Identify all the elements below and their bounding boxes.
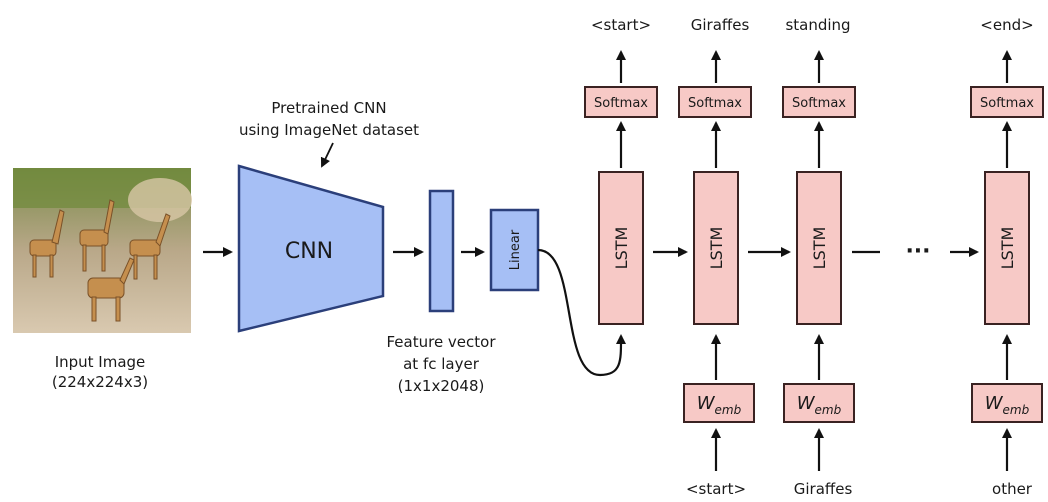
- arrow-linear-to-lstm1: [537, 248, 627, 377]
- lstm-box: [598, 171, 644, 325]
- input-word: other: [992, 480, 1033, 498]
- wemb-label: Wemb: [797, 393, 842, 417]
- wemb-box: [683, 383, 755, 423]
- input-image-caption: Input Image (224x224x3): [20, 352, 180, 392]
- input-image-caption-line1: Input Image: [54, 353, 146, 371]
- wemb-box: [971, 383, 1043, 423]
- cnn-note-line2: using ImageNet dataset: [239, 121, 419, 139]
- input-image: [13, 168, 192, 333]
- wemb-box: [783, 383, 855, 423]
- lstm-box: [984, 171, 1030, 325]
- input-word: Giraffes: [794, 480, 853, 498]
- cnn-block: [237, 164, 385, 333]
- lstm-column-4: Softmax LSTM <end> Wemb other: [970, 16, 1044, 498]
- softmax-label: Softmax: [980, 96, 1034, 111]
- input-word: <start>: [686, 480, 746, 498]
- ellipsis: ···: [905, 239, 930, 264]
- output-word: <start>: [591, 16, 651, 34]
- linear-block: [489, 208, 540, 292]
- wemb-label: Wemb: [697, 393, 742, 417]
- lstm-column-1: Softmax LSTM <start>: [584, 16, 658, 325]
- wemb-label: Wemb: [985, 393, 1030, 417]
- lstm-label: LSTM: [998, 227, 1017, 270]
- giraffe-figures: [29, 199, 171, 322]
- feature-vector: [428, 189, 455, 313]
- lstm-box: [693, 171, 739, 325]
- softmax-box: [678, 86, 752, 118]
- lstm-label: LSTM: [612, 227, 631, 270]
- output-word: Giraffes: [691, 16, 750, 34]
- feature-label-line1: Feature vector: [386, 333, 496, 351]
- cnn-label: CNN: [285, 239, 333, 264]
- lstm-label: LSTM: [707, 227, 726, 270]
- lstm-column-3: Softmax LSTM standing Wemb Giraffes: [782, 16, 856, 498]
- cnn-note-pointer: [320, 142, 334, 168]
- softmax-box: [970, 86, 1044, 118]
- feature-label-line2: at fc layer: [403, 355, 480, 373]
- softmax-box: [782, 86, 856, 118]
- softmax-box: [584, 86, 658, 118]
- lstm-box: [796, 171, 842, 325]
- lstm-column-2: Softmax LSTM Giraffes Wemb <start>: [678, 16, 755, 498]
- output-word: standing: [785, 16, 850, 34]
- input-image-caption-line2: (224x224x3): [51, 373, 149, 391]
- cnn-note-line1: Pretrained CNN: [271, 99, 386, 117]
- output-word: <end>: [980, 16, 1033, 34]
- linear-label: Linear: [508, 229, 523, 270]
- softmax-label: Softmax: [688, 96, 742, 111]
- softmax-label: Softmax: [792, 96, 846, 111]
- softmax-label: Softmax: [594, 96, 648, 111]
- lstm-label: LSTM: [810, 227, 829, 270]
- feature-label-line3: (1x1x2048): [398, 377, 485, 395]
